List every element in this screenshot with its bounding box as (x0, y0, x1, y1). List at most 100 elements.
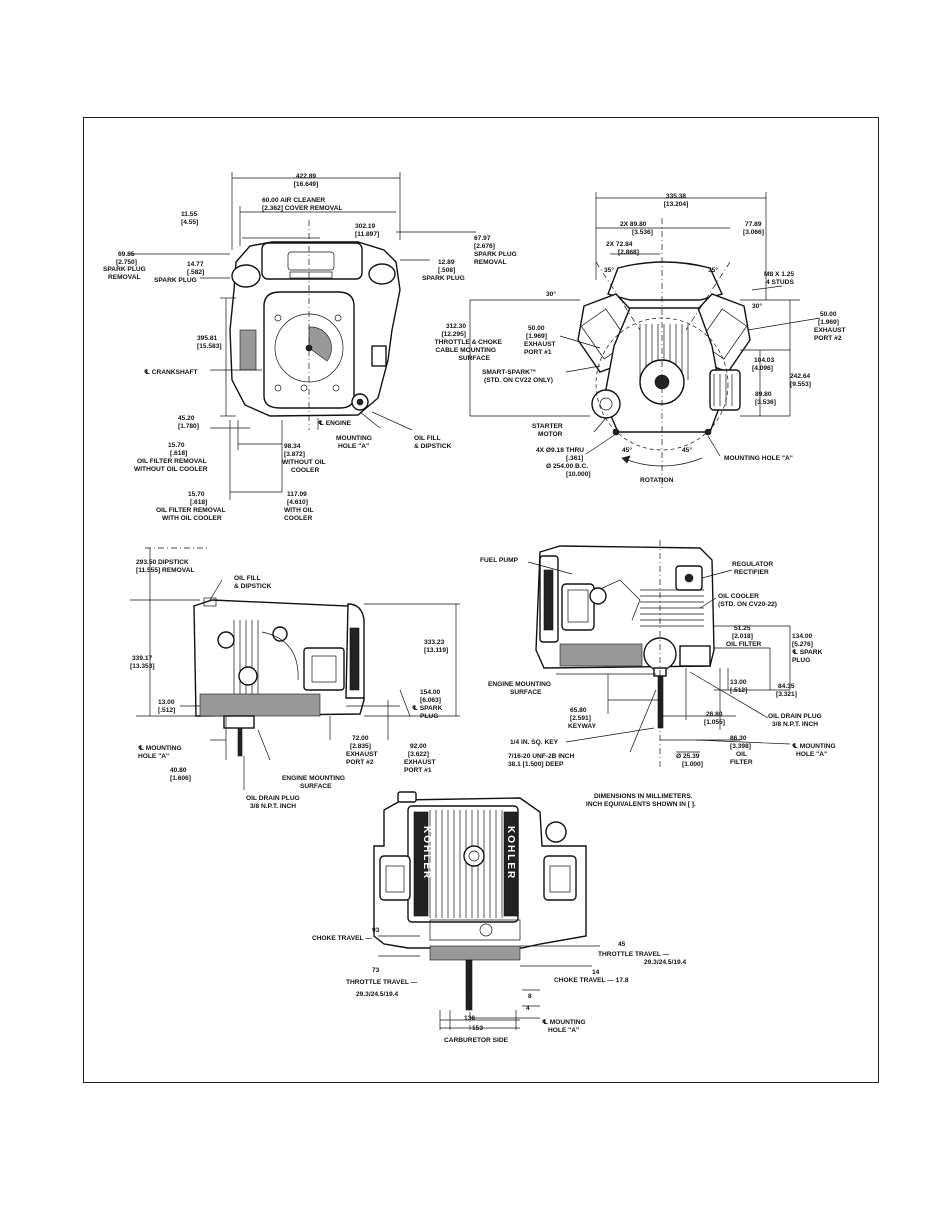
bolt-circle-label: Ø 254.00 B.C. (546, 463, 588, 470)
units-note-2: INCH EQUIVALENTS SHOWN IN [ ]. (586, 801, 696, 808)
right-side-dimensions: FUEL PUMP REGULATOR RECTIFIER OIL COOLER… (480, 540, 836, 770)
dim-134-00-in: [5.276] (792, 641, 813, 648)
throttle-choke-surface-3: SURFACE (458, 355, 490, 362)
dim-65-80: 65.80 (570, 707, 587, 714)
hole-spec-in: [.361] (566, 455, 583, 462)
hole-spec-label: 4X Ø9.18 THRU (536, 447, 584, 454)
dim-69-85: 69.85 (118, 251, 135, 258)
bolt-circle-in: [10.000] (566, 471, 591, 478)
dim-2x-72-84: 2X 72.84 (606, 241, 633, 248)
oil-drain-plug-r-2: 3/8 N.P.T. INCH (772, 721, 818, 728)
units-note: DIMENSIONS IN MILLIMETERS. (594, 793, 693, 800)
air-cleaner-removal-label: 60.00 AIR CLEANER (262, 197, 325, 204)
front-overall-width-in: [13.204] (664, 201, 689, 208)
oil-fill-label: OIL FILL (234, 575, 261, 582)
dim-72-00: 72.00 (352, 735, 369, 742)
filter-removal-no-cooler: OIL FILTER REMOVAL (137, 458, 207, 465)
dim-15-70-a: 15.70 (168, 442, 185, 449)
oil-cooler-label: OIL COOLER (718, 593, 759, 600)
bottom-view: KOHLER KOHLER (312, 791, 696, 1044)
throttle-travel-right-values: 29.3/24.5/19.4 (644, 959, 686, 966)
dim-89-80-in: [3.536] (755, 399, 776, 406)
dim-77-89: 77.89 (745, 221, 762, 228)
dim-2x-89-80-in: [3.536] (632, 229, 653, 236)
rotation-label: ROTATION (640, 477, 674, 484)
keyway-label: KEYWAY (568, 723, 597, 730)
dim-302-19-in: [11.897] (355, 231, 379, 238)
carburetor-side-label: CARBURETOR SIDE (444, 1037, 509, 1044)
dim-154-00: 154.00 (420, 689, 441, 696)
with-oil-cooler: WITH OIL (284, 507, 314, 514)
front-view-engine (577, 261, 751, 467)
spark-plug-l: SPARK PLUG (154, 277, 197, 284)
engine-centerline-label: ℄ ENGINE (318, 420, 352, 427)
stud-size-label: M8 X 1.25 (764, 271, 794, 278)
front-view-dimensions: 335.38 [13.204] 2X 89.80 [3.536] 77.89 [… (435, 192, 846, 490)
dim-15-70-b-in: [.618] (190, 499, 207, 506)
throttle-travel-left: THROTTLE TRAVEL — (346, 979, 418, 986)
carburetor-side-dimensions: DIMENSIONS IN MILLIMETERS. INCH EQUIVALE… (312, 793, 696, 1044)
dim-11-55: 11.55 (181, 211, 197, 218)
dim-15-70-a-in: [.618] (170, 450, 187, 457)
dim-153: 153 (472, 1025, 483, 1032)
dim-339-17-in: [13.353] (130, 663, 155, 670)
right-mounting-hole-label: ℄ MOUNTING (792, 743, 836, 750)
angle-45-left: 45° (622, 446, 632, 454)
front-mounting-hole-a: MOUNTING HOLE "A" (724, 455, 793, 462)
dim-50-00-b-in: [1.969] (818, 319, 839, 326)
dim-50-00-b: 50.00 (820, 311, 837, 318)
exhaust-port-1-a: EXHAUST (524, 341, 556, 348)
dim-67-97: 67.97 (474, 235, 491, 242)
dim-312-30-in: [12.295] (441, 331, 466, 338)
dim-45-20: 45.20 (178, 415, 195, 422)
exhaust-port-2-side: EXHAUST (346, 751, 378, 758)
choke-travel-right: CHOKE TRAVEL — 17.8 (554, 977, 629, 984)
dim-26-80: 26.80 (706, 711, 723, 718)
dim-339-17: 339.17 (132, 655, 153, 662)
dim-14-77-in: [.582] (187, 269, 204, 276)
dim-333-23: 333.23 (424, 639, 445, 646)
spark-plug-removal-r: SPARK PLUG (474, 251, 517, 258)
top-overall-width-in: [16.649] (294, 181, 319, 188)
throttle-choke-surface-2: CABLE MOUNTING (436, 347, 496, 354)
smart-spark-note: (STD. ON CV22 ONLY) (484, 377, 553, 384)
front-overall-width-mm: 335.38 (666, 193, 687, 200)
dim-12-89-in: [.508] (438, 267, 455, 274)
dim-8: 8 (528, 993, 532, 1000)
dim-134-00: 134.00 (792, 633, 813, 640)
dim-92-00-in: [3.622] (408, 751, 429, 758)
dim-45-20-in: [1.780] (178, 423, 199, 430)
dim-333-23-in: [13.119] (424, 647, 448, 654)
dim-14: 14 (592, 969, 600, 976)
filter-removal-cooler-2: WITH OIL COOLER (162, 515, 222, 522)
regulator-rectifier-label-2: RECTIFIER (734, 569, 769, 576)
spark-plug-centerline-2: PLUG (420, 713, 438, 720)
starter-motor-label-2: MOTOR (538, 431, 563, 438)
front-view: 335.38 [13.204] 2X 89.80 [3.536] 77.89 [… (435, 192, 846, 490)
air-cleaner-removal-label-2: [2.362] COVER REMOVAL (262, 205, 342, 212)
right-side-engine (535, 545, 715, 729)
smart-spark-label: SMART-SPARK™ (482, 369, 536, 376)
kohler-logo-right: KOHLER (505, 826, 516, 880)
spark-plug-centerline-r: ℄ SPARK (792, 649, 823, 656)
oil-fill-label-2: & DIPSTICK (234, 583, 272, 590)
dim-13-00-in: [.512] (158, 707, 175, 714)
spark-plug-centerline: ℄ SPARK (412, 705, 443, 712)
oil-fill-dipstick-label: OIL FILL (414, 435, 441, 442)
angle-30-left: 30° (546, 290, 556, 298)
dim-242-64: 242.64 (790, 373, 811, 380)
oil-fill-dipstick-label-2: & DIPSTICK (414, 443, 452, 450)
angle-35-right: 35° (708, 266, 718, 274)
bottom-mounting-hole-label-2: HOLE "A" (548, 1027, 579, 1034)
dipstick-removal-label: [11.555] REMOVAL (136, 567, 195, 574)
exhaust-port-2-side-2: PORT #2 (346, 759, 374, 766)
carburetor-side-engine: KOHLER KOHLER (373, 791, 587, 1011)
oil-filter-label-b: OIL (736, 751, 747, 758)
left-side-engine (193, 597, 365, 757)
dim-40-80-in: [1.606] (170, 775, 191, 782)
dim-73: 73 (372, 967, 380, 974)
engine-mounting-surface-r-2: SURFACE (510, 689, 542, 696)
right-side-view: FUEL PUMP REGULATOR RECTIFIER OIL COOLER… (480, 540, 836, 770)
dim-67-97-in: [2.676] (474, 243, 495, 250)
dim-92-00: 92.00 (410, 743, 427, 750)
